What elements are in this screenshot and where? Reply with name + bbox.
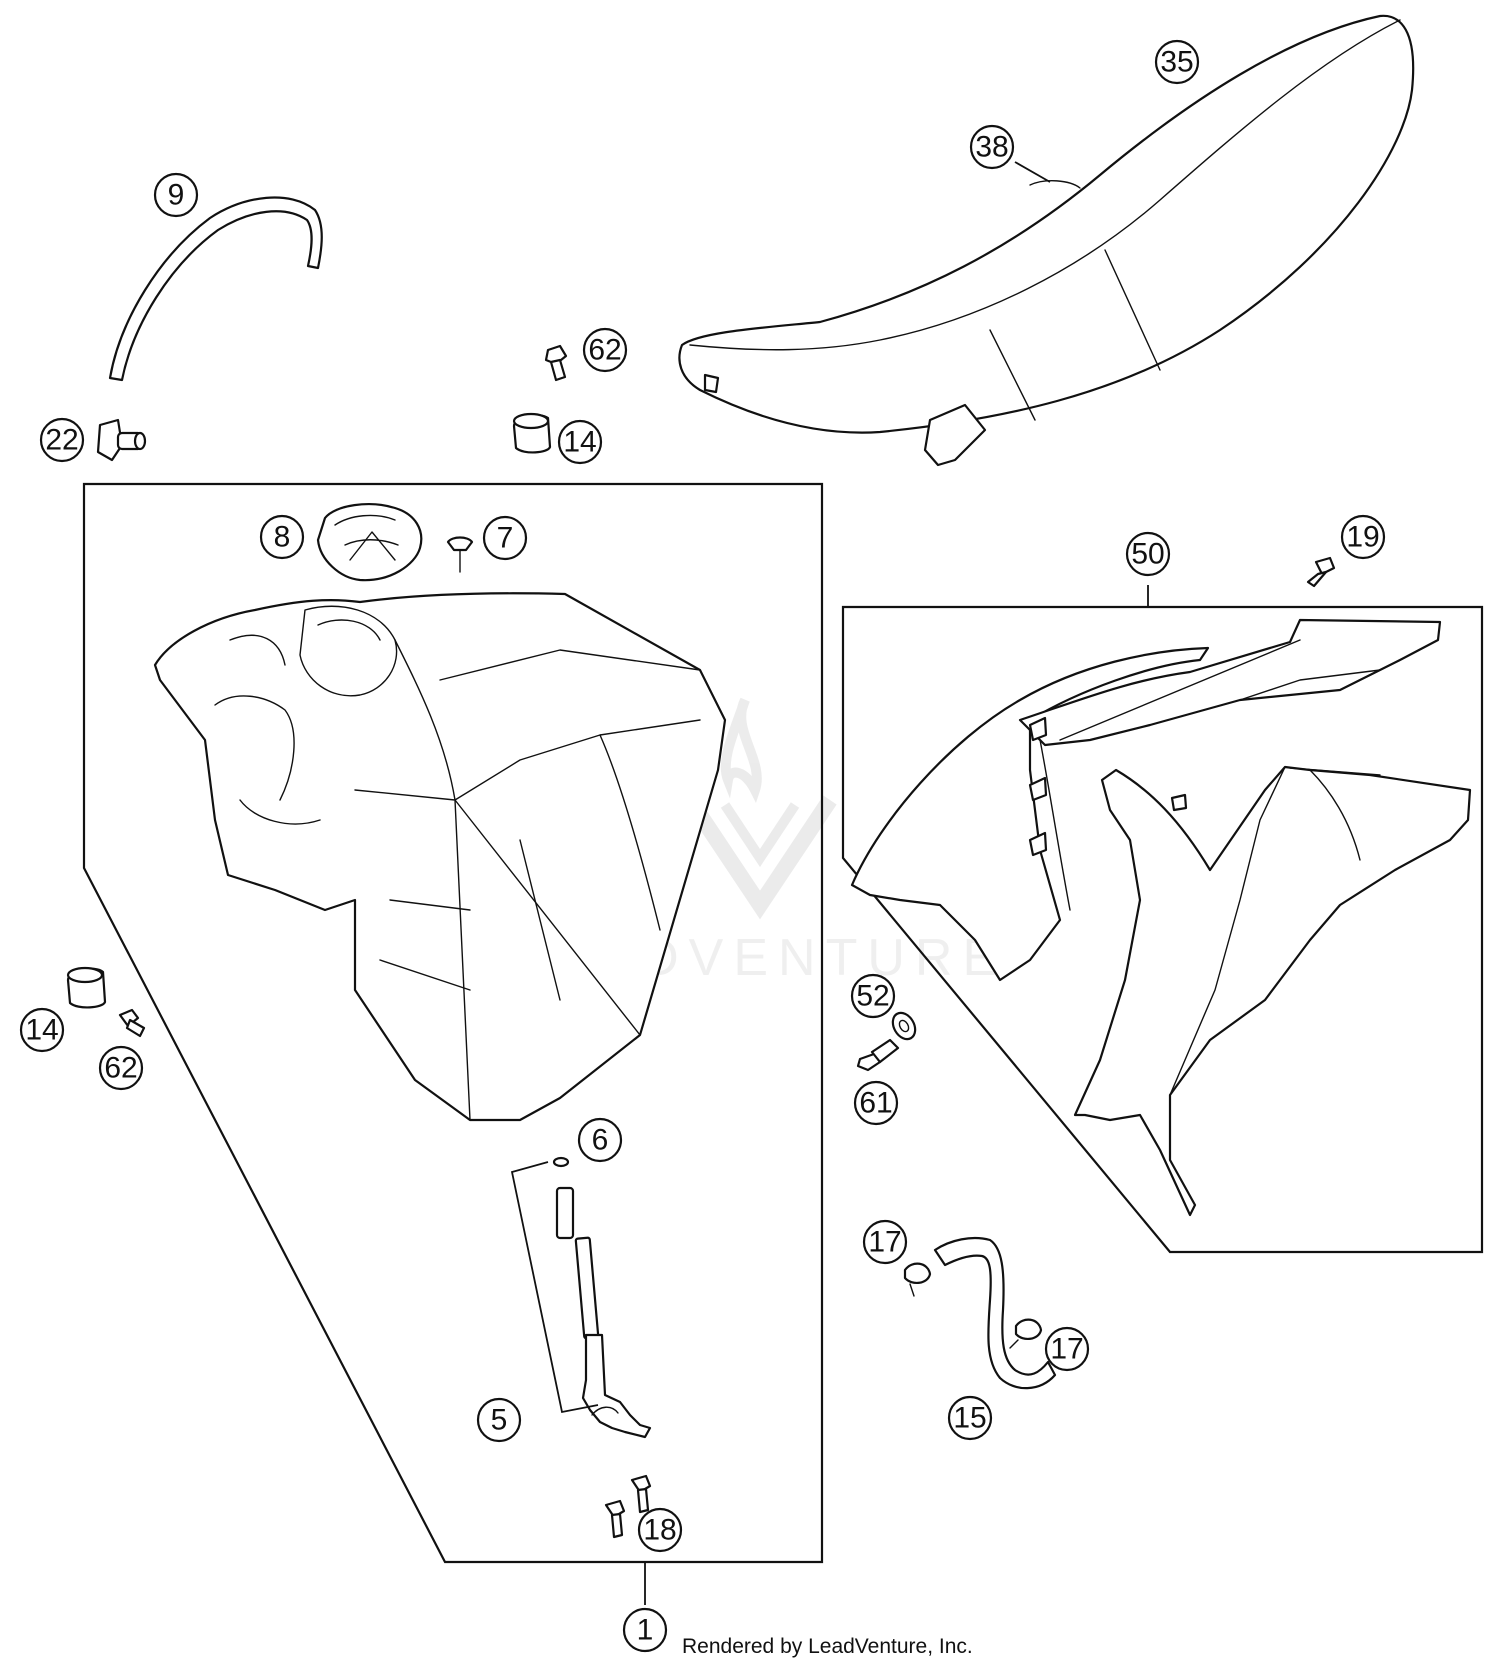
callout-6: 6 [577,1117,623,1163]
callout-61: 61 [853,1080,899,1126]
washer-part [891,1011,917,1041]
rubber-bushing-part [66,966,107,1009]
fuel-tap-leader [510,1161,599,1414]
callout-17-label: 17 [868,1226,901,1259]
callout-15-label: 15 [953,1402,986,1435]
callout-38: 38 [969,124,1015,170]
breather-screw-part [446,536,474,573]
rubber-bushing-part [512,412,552,454]
callout-38-label: 38 [975,131,1008,164]
callout-22-label: 22 [45,424,78,457]
callout-8: 8 [259,514,305,560]
callout-17: 17 [862,1219,908,1265]
render-credit: Rendered by LeadVenture, Inc. [682,1635,973,1658]
callout-17: 17 [1044,1326,1090,1372]
callout-14-label: 14 [25,1014,58,1047]
callout-15: 15 [947,1395,993,1441]
o-ring-part [552,1156,570,1168]
bolt-part [544,344,568,382]
callout-17-label: 17 [1050,1333,1083,1366]
callout-19-label: 19 [1346,521,1379,554]
callout-62-label: 62 [588,334,621,367]
seat-part [678,14,1415,467]
callout-19: 19 [1340,514,1386,560]
callout-6-label: 6 [592,1124,609,1157]
callout-18-label: 18 [643,1514,676,1547]
callout-50: 50 [1125,531,1171,577]
tap-screws-part [604,1474,652,1539]
spoiler-screw-part [1306,556,1336,588]
bolt-part [118,1008,146,1038]
callout-14-label: 14 [563,426,596,459]
callout-7-label: 7 [497,522,514,555]
seat-sticker-leader [1014,161,1051,183]
callout-52-label: 52 [856,980,889,1013]
flame-logo-icon [683,697,837,920]
callout-18: 18 [637,1507,683,1553]
callout-1: 1 [622,1607,668,1653]
callout-22: 22 [39,417,85,463]
collar-bolt-part [856,1038,900,1072]
fuel-cap-part [316,503,423,582]
callout-14: 14 [19,1007,65,1053]
left-spoiler-part [850,618,1442,982]
callout-62-label: 62 [104,1052,137,1085]
callout-61-label: 61 [859,1087,892,1120]
callout-5-label: 5 [491,1404,508,1437]
callout-1-label: 1 [637,1614,654,1647]
coolant-hose-part [933,1236,1057,1390]
callout-52: 52 [850,973,896,1019]
fuel-tank-part [153,592,727,1122]
spoiler-set-frame [841,605,1484,1254]
callout-50-label: 50 [1131,538,1164,571]
callout-8-label: 8 [274,521,291,554]
fuel-tank-assembly-frame [82,482,824,1564]
callout-14: 14 [557,419,603,465]
callout-5: 5 [476,1397,522,1443]
callout-9-label: 9 [168,179,185,212]
callout-35: 35 [1154,39,1200,85]
vent-hose-part [108,196,323,382]
hose-clamp-part [903,1262,932,1297]
callout-62: 62 [582,327,628,373]
callout-35-label: 35 [1160,46,1193,79]
hose-clamp-part [1009,1318,1043,1349]
fuel-tap-part [555,1186,652,1439]
callout-9: 9 [153,172,199,218]
right-spoiler-part [1073,765,1472,1217]
callout-7: 7 [482,515,528,561]
callout-62: 62 [98,1045,144,1091]
hose-fitting-part [96,418,147,462]
